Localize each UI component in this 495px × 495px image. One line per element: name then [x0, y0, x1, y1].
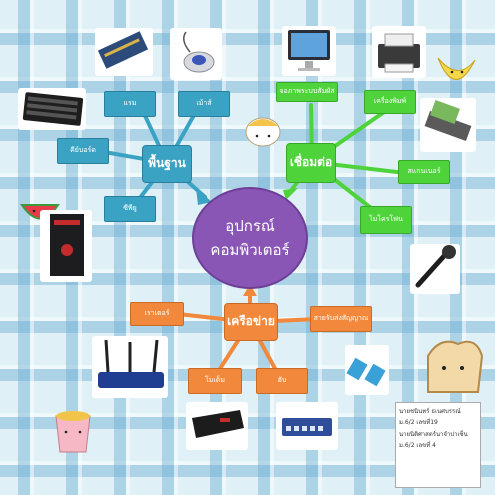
center-node: อุปกรณ์ คอมพิวเตอร์ — [192, 187, 308, 289]
toast-sticker-icon — [427, 340, 484, 393]
node-modem: โมเด็ม — [188, 368, 242, 394]
arrow-connect — [283, 188, 298, 200]
credit-line-4: ม.6/2 เลขที่ 4 — [399, 442, 436, 450]
hub-basic: พื้นฐาน — [142, 145, 192, 183]
node-router: เราเตอร์ — [130, 302, 184, 326]
center-label-line1: อุปกรณ์ — [225, 217, 275, 235]
center-label-line2: คอมพิวเตอร์ — [210, 241, 290, 259]
credit-line-1: นายชนินทร์ ธเนศบรรณ์ — [399, 408, 461, 415]
credits-box: นายชนินทร์ ธเนศบรรณ์ ม.6/2 เลขที่19 นายน… — [395, 402, 481, 488]
keyboard-icon — [18, 88, 86, 130]
hub-connect: เชื่อมต่อ — [286, 143, 336, 183]
banana-sticker-icon — [437, 57, 476, 80]
computer-case-icon — [40, 210, 92, 282]
printer-icon — [372, 26, 426, 78]
microphone-icon — [410, 244, 460, 294]
arrow-network — [243, 284, 257, 296]
scanner-icon — [420, 98, 476, 152]
node-ram: แรม — [104, 91, 156, 117]
hub-network: เครือข่าย — [224, 303, 278, 341]
credit-line-2: ม.6/2 เลขที่19 — [399, 419, 438, 427]
node-microphone: ไมโครโฟน — [360, 206, 412, 234]
cup-sticker-icon — [55, 411, 91, 453]
monitor-icon — [282, 26, 336, 76]
node-keyboard: คีย์บอร์ด — [57, 138, 109, 164]
node-cable: สายรับส่งสัญญาณ — [310, 306, 372, 332]
node-printer: เครื่องพิมพ์ — [364, 90, 416, 114]
hub-icon — [276, 402, 338, 450]
node-mouse: เม้าส์ — [178, 91, 230, 117]
node-cpu: ซีพียู — [104, 196, 156, 222]
node-hub: ฮับ — [256, 368, 308, 394]
ram-icon — [95, 28, 153, 76]
router-icon — [92, 336, 168, 398]
ethernet-cable-icon — [345, 345, 389, 395]
node-touchscreen: จอภาพระบบสัมผัส — [276, 82, 338, 102]
noodle-sticker-icon — [245, 117, 281, 147]
arrow-basic — [196, 188, 212, 205]
modem-icon — [186, 402, 248, 450]
credit-line-3: นายนิติศาสตร์นาจำปาเซ็น — [399, 430, 468, 438]
node-scanner: สแกนเนอร์ — [398, 160, 450, 184]
mouse-icon — [170, 28, 222, 80]
